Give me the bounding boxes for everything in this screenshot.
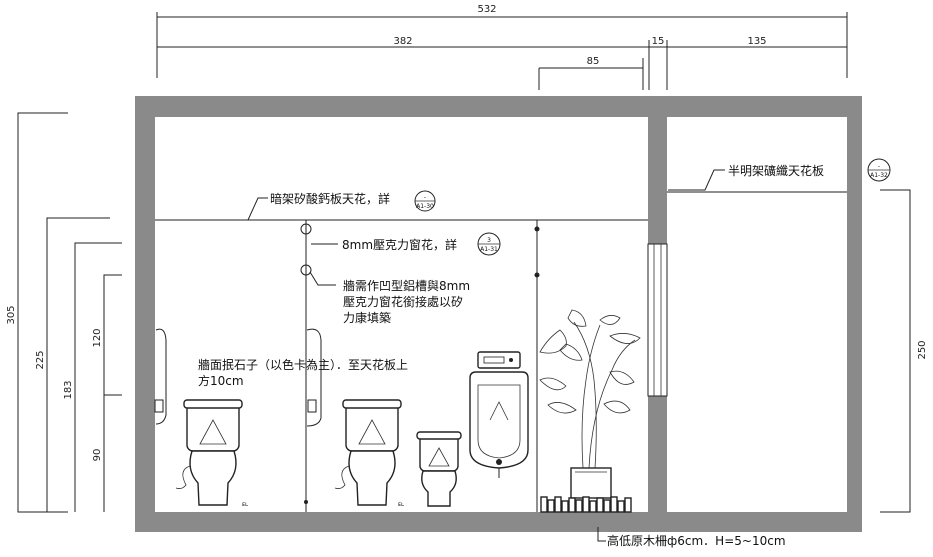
dim-532: 532 bbox=[477, 4, 496, 15]
dim-382: 382 bbox=[393, 36, 412, 47]
flush-mark-2: ᴇʟ bbox=[398, 501, 404, 508]
right-dimensions: 250 bbox=[880, 189, 928, 513]
note-groove-2: 壓克力窗花銜接處以矽 bbox=[343, 294, 463, 309]
svg-text:A1-30: A1-30 bbox=[416, 203, 434, 210]
grab-bars bbox=[154, 328, 322, 427]
detail-tag-a1-30: - A1-30 bbox=[414, 190, 436, 212]
note-ceiling: 暗架矽酸鈣板天花，詳 bbox=[270, 191, 390, 206]
partitions bbox=[300, 220, 540, 512]
potted-plant bbox=[539, 309, 641, 499]
svg-text:-: - bbox=[878, 163, 880, 170]
wooden-fence bbox=[540, 496, 632, 513]
note-wall-1: 牆面抿石子（以色卡為主）．至天花板上 bbox=[198, 357, 408, 372]
dim-15: 15 bbox=[652, 36, 665, 47]
svg-text:3: 3 bbox=[487, 237, 491, 244]
dim-135: 135 bbox=[747, 36, 766, 47]
dim-305: 305 bbox=[6, 305, 17, 324]
walls bbox=[135, 96, 862, 532]
ceilings bbox=[155, 191, 847, 221]
top-dimensions: 532 382 15 135 85 bbox=[156, 4, 848, 90]
toilet-2: ᴇʟ bbox=[334, 399, 404, 508]
dim-90: 90 bbox=[92, 449, 103, 462]
svg-text:-: - bbox=[424, 194, 426, 201]
svg-text:A1-31: A1-31 bbox=[480, 246, 498, 253]
annotations: 暗架矽酸鈣板天花，詳 - A1-30 8mm壓克力窗花，詳 3 A1-31 牆需… bbox=[198, 158, 891, 548]
detail-tag-a1-32: - A1-32 bbox=[867, 158, 891, 182]
note-wall-2: 方10cm bbox=[198, 373, 244, 388]
dim-183: 183 bbox=[63, 380, 74, 399]
urinal bbox=[469, 351, 529, 478]
dim-85: 85 bbox=[587, 56, 600, 67]
toilet-1: ᴇʟ bbox=[175, 399, 248, 508]
note-groove-1: 牆需作凹型鋁槽與8mm bbox=[343, 278, 470, 293]
dim-225: 225 bbox=[35, 350, 46, 369]
note-groove-3: 力康填築 bbox=[343, 310, 391, 325]
note-acrylic: 8mm壓克力窗花，詳 bbox=[342, 237, 457, 252]
flush-mark-1: ᴇʟ bbox=[242, 501, 248, 508]
child-toilet bbox=[416, 431, 462, 507]
dim-250: 250 bbox=[917, 340, 928, 359]
dim-120: 120 bbox=[92, 328, 103, 347]
left-dimensions: 305 225 183 120 90 bbox=[6, 112, 122, 513]
svg-text:A1-32: A1-32 bbox=[870, 172, 888, 179]
detail-tag-a1-31: 3 A1-31 bbox=[477, 232, 501, 256]
note-right-ceiling: 半明架礦纖天花板 bbox=[728, 163, 824, 178]
note-planter: 高低原木柵ф6cm．H=5~10cm bbox=[607, 533, 786, 548]
